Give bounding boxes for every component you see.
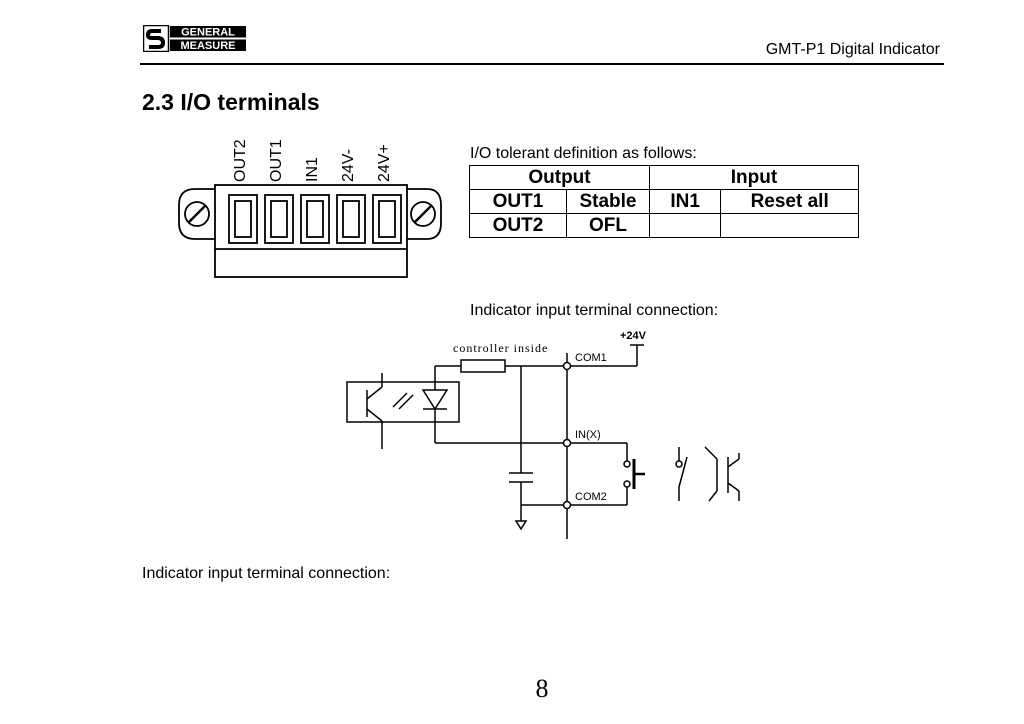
logo-text-measure: MEASURE — [180, 40, 235, 52]
table-cell — [648, 213, 722, 238]
table-row: Output Input — [469, 165, 859, 190]
io-table-caption: I/O tolerant definition as follows: — [470, 145, 697, 162]
terminal-block-drawing: OUT2 OUT1 IN1 24V- 24V+ — [178, 139, 442, 278]
general-measure-logo: GENERAL MEASURE — [143, 25, 246, 52]
section-heading: 2.3 I/O terminals — [142, 89, 320, 115]
page-number: 8 — [535, 674, 549, 703]
table-row: OUT1 Stable IN1 Reset all — [469, 189, 859, 214]
terminal-label-in1: IN1 — [304, 157, 321, 182]
terminal-label-out1: OUT1 — [268, 139, 285, 182]
table-cell: Reset all — [720, 189, 859, 214]
circuit-label-com1: COM1 — [575, 352, 607, 364]
connection-caption-bottom: Indicator input terminal connection: — [142, 565, 391, 582]
table-cell: OFL — [566, 213, 650, 238]
terminal-label-24v-minus: 24V- — [340, 149, 357, 182]
terminal-label-out2: OUT2 — [232, 139, 249, 182]
table-cell — [720, 213, 859, 238]
table-cell: OUT1 — [469, 189, 567, 214]
table-cell: OUT2 — [469, 213, 567, 238]
connection-caption-top: Indicator input terminal connection: — [470, 302, 719, 319]
input-connection-circuit: controller inside +24V COM1 IN(X) COM2 — [346, 330, 740, 539]
header-rule — [140, 63, 944, 65]
circuit-label-com2: COM2 — [575, 491, 607, 503]
terminal-label-24v-plus: 24V+ — [376, 144, 393, 182]
table-row: OUT2 OFL — [469, 213, 859, 238]
circuit-label-controller: controller inside — [453, 341, 548, 355]
table-header-output: Output — [469, 165, 650, 190]
table-cell: Stable — [566, 189, 650, 214]
circuit-label-input: IN(X) — [575, 429, 601, 441]
circuit-label-supply: +24V — [620, 330, 647, 342]
logo-text-general: GENERAL — [181, 27, 235, 39]
io-definition-table: Output Input OUT1 Stable IN1 Reset all O… — [469, 165, 859, 238]
table-cell: IN1 — [648, 189, 722, 214]
table-header-input: Input — [649, 165, 859, 190]
document-title: GMT-P1 Digital Indicator — [765, 41, 940, 58]
